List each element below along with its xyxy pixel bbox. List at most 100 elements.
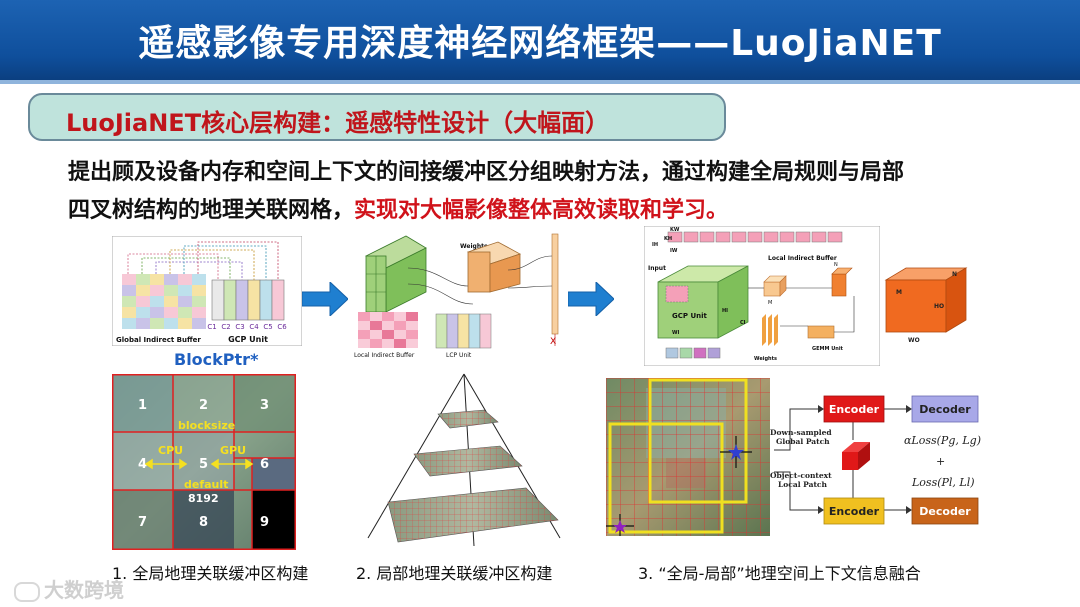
decoder-box-1[interactable] [911,395,979,423]
caption-3: 3. “全局-局部”地理空间上下文信息融合 [638,564,921,583]
downsampled-label-1: Down-sampled [770,428,832,437]
global-buffer-label: Global Indirect Buffer [116,336,201,344]
objcontext-label-1: Object-context [770,471,832,480]
local-flow-lines [407,255,556,346]
decoder-box-2[interactable] [911,497,979,525]
blockptr-grid-image: 1 2 3 4 5 6 7 8 9 blocksize CPU GPU defa… [112,374,296,550]
plus-sign: + [936,455,945,468]
iw-label: IW [670,248,678,254]
green-tensor-block [365,235,427,313]
description-line-1: 提出顾及设备内存和空间上下文的间接缓冲区分组映射方法，通过构建全局规则与局部 [68,160,905,185]
default-label: default [184,478,228,491]
description-line-2-plain: 四叉树结构的地理关联网格， [68,198,355,223]
loss-local-label: Loss(Pl, Ll) [911,476,975,489]
block-cell-2: 2 [199,398,208,413]
output-column [551,233,559,335]
encoder-box-1[interactable] [823,395,885,423]
diagram-global-buffer: Global Indirect Buffer GCP Unit C1 C2 C3… [112,236,302,346]
header-banner: 遥感影像专用深度神经网络框架——LuoJiaNET [0,0,1080,80]
grid-lines [112,374,296,550]
encoder-label-2: Encoder [829,505,880,518]
block-cell-1: 1 [138,398,147,413]
loss-global-label: αLoss(Pg, Lg) [904,434,981,447]
n-block [831,267,853,297]
encoder-label-1: Encoder [829,403,880,416]
weights-label-2: Weights [460,243,488,250]
blocksize-label: blocksize [178,419,235,432]
watermark-text: 大数跨境 [44,578,124,602]
caption-2: 2. 局部地理关联缓冲区构建 [356,564,553,583]
local-buffer-label-3: Local Indirect Buffer [768,255,837,262]
decoder-label-1: Decoder [919,403,971,416]
input-label: Input [648,265,666,272]
gcp-unit-label-3: GCP Unit [672,312,708,320]
quadtree-pyramid [367,373,561,547]
ih-label: IH [652,242,658,248]
gemm-flow-lines [748,287,855,333]
wo-label: WO [908,337,920,344]
objcontext-label-2: Local Patch [778,480,827,489]
decoder-label-2: Decoder [919,505,971,518]
fusion-red-block [842,442,870,470]
block-cell-3: 3 [260,398,269,413]
weights-label-3: Weights [754,356,777,362]
star-marker-purple [606,514,634,536]
col-label-c3: C3 [235,323,244,331]
page-title: 遥感影像专用深度神经网络框架——LuoJiaNET [138,23,942,64]
n-label: N [834,262,838,268]
section-title: LuoJiaNET核心层构建：遥感特性设计（大幅面） [66,109,610,137]
kh-label: KH [664,236,672,242]
cpu-gpu-arrows [144,458,254,470]
local-buffer-label: Local Indirect Buffer [354,352,415,359]
wi-label: WI [672,330,680,336]
global-buffer-grid [122,274,206,329]
encoder-decoder-diagram: Encoder Decoder Encoder Decoder Down-sam… [770,395,981,525]
downsampled-label-2: Global Patch [776,437,830,446]
bottom-color-row [665,347,721,359]
lcp-unit-grid [435,313,492,349]
m-label: M [768,300,772,306]
buffer-links [127,241,279,280]
col-label-c1: C1 [207,323,216,331]
cell-6-dark-area [252,458,296,490]
col-label-c4: C4 [249,323,259,331]
n-label-output: N [952,271,957,278]
block-cell-6: 6 [260,457,269,472]
col-label-c5: C5 [263,323,272,331]
gemm-label: GEMM Unit [812,346,844,352]
lcp-unit-label: LCP Unit [446,352,472,359]
description-line-2-highlight: 实现对大幅影像整体高效读取和学习。 [354,198,729,223]
kw-label: KW [670,227,680,233]
diagram-local-buffer: Weights X Local Indirect Buffer LCP Unit [354,233,559,359]
col-label-c6: C6 [277,323,287,331]
encoder-box-2[interactable] [823,497,885,525]
m-label-output: M [896,289,902,296]
block-cell-8: 8 [199,515,208,530]
section-header-box: LuoJiaNET核心层构建：遥感特性设计（大幅面） [28,93,726,141]
encoder-decoder-lines [774,408,906,511]
local-buffer-grid [358,312,418,348]
watermark-logo-icon [14,581,40,602]
fusion-satellite-image [606,378,770,536]
kernel-row [667,231,843,243]
caption-1: 1. 全局地理关联缓冲区构建 [112,564,309,583]
flow-arrow-1 [302,282,348,316]
gcp-unit-grid [211,279,285,321]
header-divider [0,80,1080,84]
global-patch-box [648,378,748,504]
weights-block: Weights [460,241,521,293]
local-patch-box [608,422,724,534]
diagram-gcp-gemm: IH KW KH Local Indirect Buffer Input IW … [644,226,880,366]
star-marker-blue [720,436,752,468]
gpu-label: GPU [220,444,246,457]
hi-label: HI [722,308,728,314]
block-cell-4: 4 [138,457,147,472]
block-cell-9: 9 [260,515,269,530]
block-cell-7: 7 [138,515,147,530]
default-value: 8192 [188,492,219,505]
block-cell-5: 5 [199,457,208,472]
x-mark: X [550,337,556,347]
gcp-unit-label: GCP Unit [228,335,268,344]
watermark: 大数跨境 [14,574,124,603]
m-block [763,275,787,297]
